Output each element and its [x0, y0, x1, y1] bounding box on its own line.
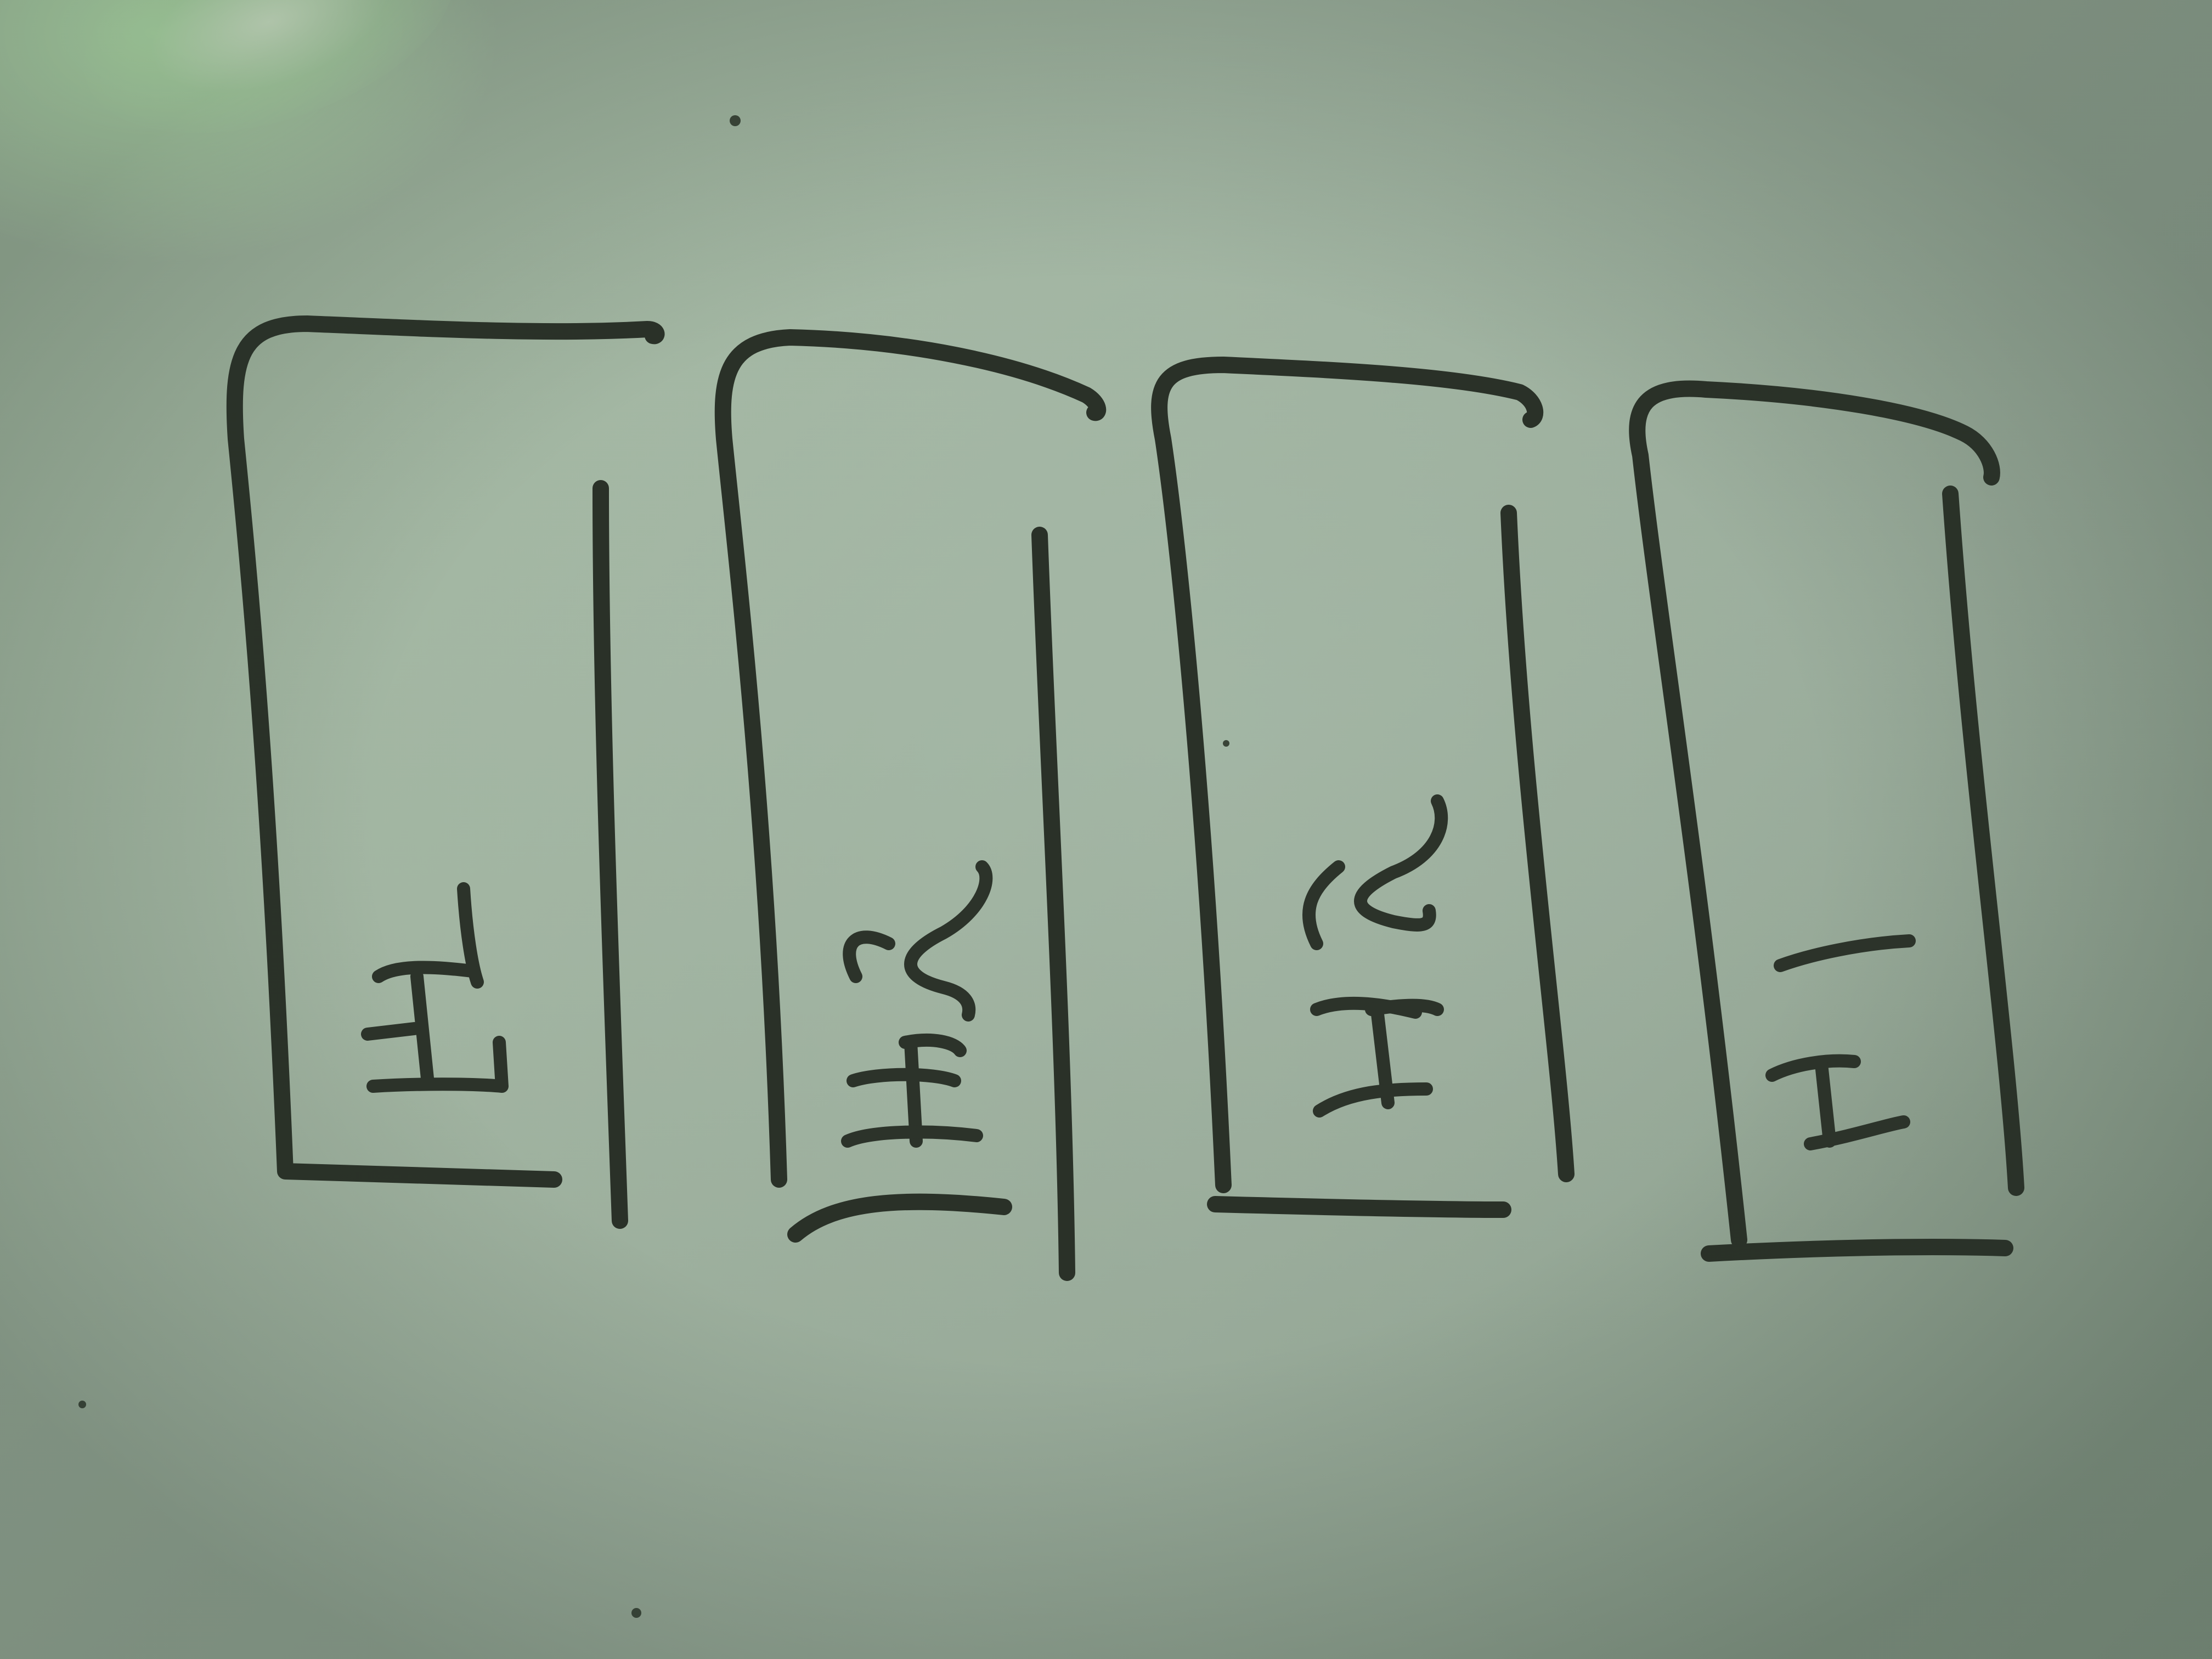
card-3 [1151, 357, 1575, 1218]
card-1 [226, 315, 665, 1229]
card-1-digit-cross [361, 1022, 421, 1041]
card-3-bottom-edge [1207, 1196, 1511, 1218]
card-4-symbol [1765, 934, 1916, 1150]
card-3-digit-cross [1365, 998, 1444, 1016]
card-1-digit-bar [372, 961, 478, 983]
card-2-digit-2 [904, 860, 993, 1022]
card-2-digit-stem [904, 1036, 923, 1148]
card-2-symbol [841, 860, 993, 1148]
card-1-outline [226, 315, 665, 1188]
speck [1223, 740, 1229, 747]
card-2-digit-bar [847, 1068, 961, 1087]
card-4-right-edge [1942, 486, 2024, 1196]
card-3-right-edge [1500, 505, 1575, 1182]
card-1-symbol [361, 882, 509, 1093]
card-2-digit-cross [899, 1033, 967, 1057]
card-2-digit-2-hook [843, 930, 895, 983]
speck [631, 1608, 641, 1618]
card-3-digit-2-hook [1302, 860, 1345, 950]
card-2 [714, 329, 1107, 1281]
card-4-digit-stem [1815, 1058, 1836, 1148]
card-3-outline [1151, 357, 1544, 1193]
card-2-bottom-edge [787, 1193, 1012, 1243]
board-specks [78, 115, 1229, 1618]
card-2-right-edge [1031, 527, 1075, 1281]
card-4 [1629, 380, 2024, 1262]
card-1-digit-stem [410, 970, 435, 1090]
speck [730, 115, 741, 126]
card-3-digit-top [1313, 1082, 1433, 1118]
card-1-digit-base [366, 1036, 509, 1093]
card-4-digit-top [1774, 934, 1916, 972]
card-4-digit-bar [1765, 1054, 1861, 1082]
card-4-outline [1629, 380, 2000, 1248]
card-4-digit-base [1804, 1115, 1910, 1150]
card-4-bottom-edge [1701, 1239, 2013, 1262]
speck [78, 1401, 86, 1408]
card-3-symbol [1302, 794, 1448, 1118]
card-2-outline [714, 329, 1107, 1188]
card-2-digit-top [841, 1125, 983, 1148]
card-3-digit-2 [1354, 794, 1448, 932]
card-1-right-edge [592, 480, 628, 1229]
